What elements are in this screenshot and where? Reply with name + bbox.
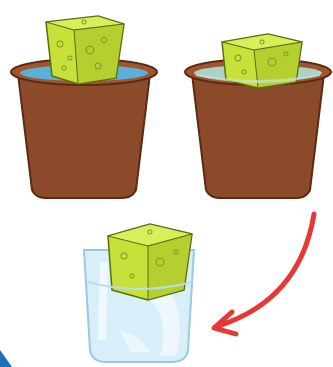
arrow-icon: [214, 214, 314, 334]
corner-accent: [0, 350, 12, 367]
glass: [84, 224, 194, 362]
left-sponge: [46, 16, 124, 84]
left-pot: [11, 16, 157, 198]
right-pot: [185, 34, 331, 198]
right-pot-body: [192, 74, 324, 198]
left-pot-body: [18, 74, 150, 198]
